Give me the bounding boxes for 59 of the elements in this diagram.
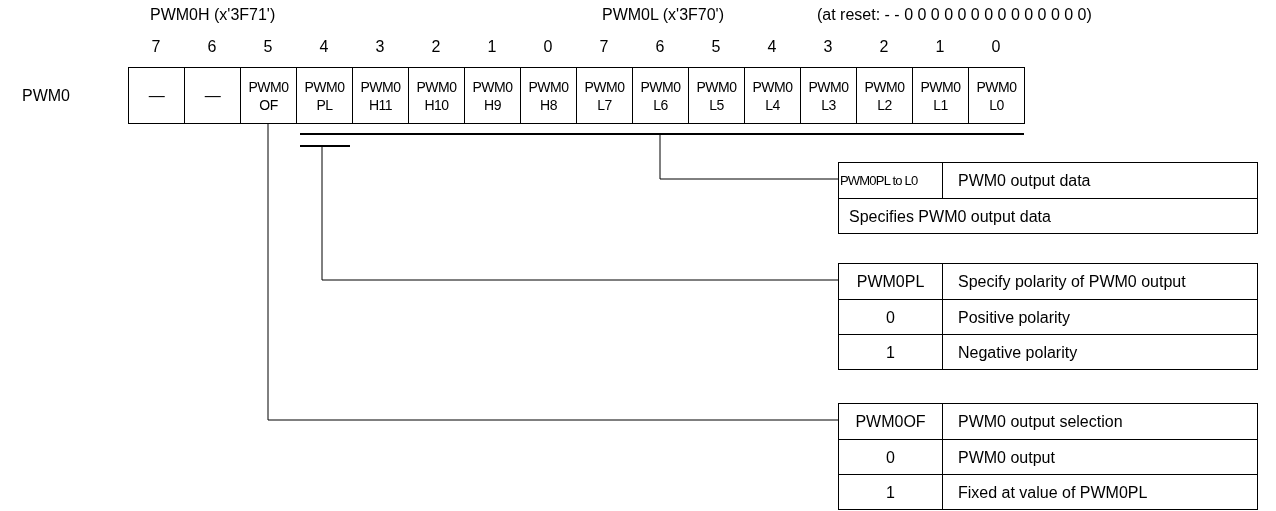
register-bit-cell: PWM0 H8 bbox=[520, 67, 577, 124]
register-bit-cell: PWM0 H11 bbox=[352, 67, 409, 124]
bit-value: 1 bbox=[885, 342, 896, 363]
bit-number: 6 bbox=[206, 38, 218, 56]
register-bit-cell: PWM0 H10 bbox=[408, 67, 465, 124]
value-description: Negative polarity bbox=[958, 342, 1078, 363]
definition-table bbox=[838, 162, 1258, 234]
bit-number: 4 bbox=[766, 38, 778, 56]
bit-number: 1 bbox=[934, 38, 946, 56]
register-bit-cell: PWM0 L6 bbox=[632, 67, 689, 124]
field-name: PWM0PL to L0 bbox=[840, 172, 918, 190]
register-bit-cell: PWM0 PL bbox=[296, 67, 353, 124]
bit-number: 2 bbox=[430, 38, 442, 56]
bit-value: 0 bbox=[885, 447, 896, 468]
value-description: Positive polarity bbox=[958, 307, 1071, 328]
bit-number: 4 bbox=[318, 38, 330, 56]
bit-number: 0 bbox=[990, 38, 1002, 56]
bit-number: 7 bbox=[150, 38, 162, 56]
definition-table bbox=[838, 263, 1258, 370]
register-bit-cell: PWM0 L0 bbox=[968, 67, 1025, 124]
register-bit-cell: PWM0 H9 bbox=[464, 67, 521, 124]
bracket-line bbox=[300, 145, 350, 147]
bit-number: 7 bbox=[598, 38, 610, 56]
bit-number: 3 bbox=[374, 38, 386, 56]
register-bit-cell: — bbox=[184, 67, 241, 124]
register-bit-cell: PWM0 L5 bbox=[688, 67, 745, 124]
register-name: PWM0 bbox=[22, 87, 70, 105]
field-name: PWM0OF bbox=[854, 411, 927, 432]
field-title: PWM0 output data bbox=[958, 170, 1091, 191]
bit-number: 6 bbox=[654, 38, 666, 56]
bit-value: 0 bbox=[885, 307, 896, 328]
field-title: PWM0 output selection bbox=[958, 411, 1123, 432]
bit-number: 3 bbox=[822, 38, 834, 56]
register-address: PWM0H (x'3F71') bbox=[150, 6, 276, 24]
leader-line bbox=[267, 123, 839, 421]
register-bit-cell: PWM0 OF bbox=[240, 67, 297, 124]
field-title: Specify polarity of PWM0 output bbox=[958, 271, 1186, 292]
bit-number: 2 bbox=[878, 38, 890, 56]
reset-value-note: (at reset: - - 0 0 0 0 0 0 0 0 0 0 0 0 0 0) bbox=[817, 6, 1092, 24]
bracket-line bbox=[300, 133, 1024, 135]
definition-table bbox=[838, 403, 1258, 510]
leader-line bbox=[321, 146, 839, 281]
register-bit-cell: — bbox=[128, 67, 185, 124]
value-description: PWM0 output bbox=[958, 447, 1055, 468]
register-bit-cell: PWM0 L7 bbox=[576, 67, 633, 124]
field-name: PWM0PL bbox=[855, 271, 926, 292]
register-address: PWM0L (x'3F70') bbox=[602, 6, 724, 24]
register-bit-cell: PWM0 L4 bbox=[744, 67, 801, 124]
bit-value: 1 bbox=[885, 482, 896, 503]
bit-number: 5 bbox=[262, 38, 274, 56]
register-bit-cell: PWM0 L2 bbox=[856, 67, 913, 124]
bit-number: 1 bbox=[486, 38, 498, 56]
bit-number: 0 bbox=[542, 38, 554, 56]
register-bit-cell: PWM0 L3 bbox=[800, 67, 857, 124]
leader-line bbox=[659, 134, 839, 180]
bit-number: 5 bbox=[710, 38, 722, 56]
register-bit-cell: PWM0 L1 bbox=[912, 67, 969, 124]
field-description: Specifies PWM0 output data bbox=[849, 206, 1051, 227]
value-description: Fixed at value of PWM0PL bbox=[958, 482, 1148, 503]
